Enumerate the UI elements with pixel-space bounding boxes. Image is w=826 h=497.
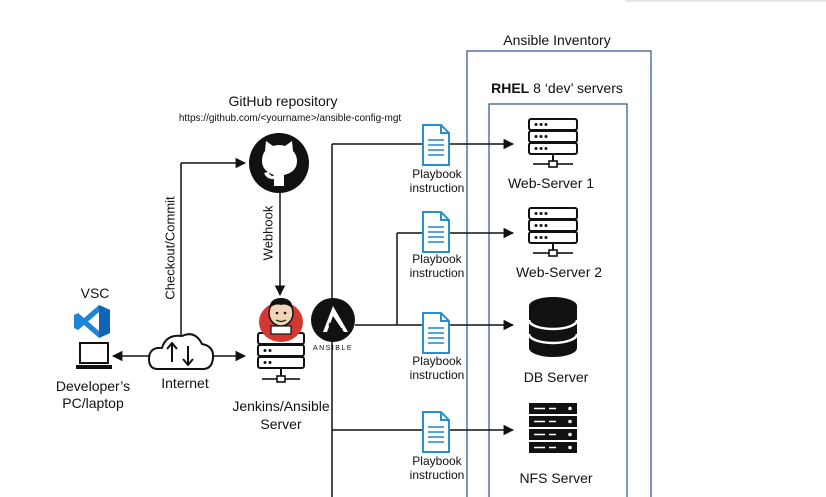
playbook-document-icon	[422, 211, 450, 253]
playbook-document-icon	[422, 312, 450, 354]
top-edge-line	[625, 0, 826, 2]
jenkins-label-line1: Jenkins/Ansible	[232, 398, 330, 414]
db-server-label: DB Server	[523, 369, 589, 385]
group-bold-label: RHEL	[491, 80, 530, 96]
playbook-line2: instruction	[409, 181, 465, 195]
github-url: https://github.com/<yourname>/ansible-co…	[178, 113, 402, 124]
vsc-label: VSC	[80, 285, 110, 301]
playbook-line2: instruction	[409, 368, 465, 382]
group-rest-label: 8 ‘dev’ servers	[529, 80, 623, 96]
checkout-commit-label: Checkout/Commit	[162, 196, 178, 300]
web-server-1-icon	[528, 118, 578, 168]
dev-servers-box	[488, 103, 628, 497]
playbook-line1: Playbook	[412, 252, 462, 266]
playbook-line1: Playbook	[412, 167, 462, 181]
internet-cloud-icon	[147, 333, 215, 370]
inventory-title: Ansible Inventory	[503, 32, 611, 48]
web-server-2-icon	[528, 207, 578, 257]
internet-label: Internet	[161, 375, 209, 391]
playbook-line1: Playbook	[412, 354, 462, 368]
nfs-storage-icon	[529, 403, 577, 453]
playbook-line2: instruction	[409, 468, 465, 482]
database-icon	[527, 297, 579, 357]
github-logo-icon	[249, 133, 309, 193]
nfs-server-label: NFS Server	[519, 470, 593, 486]
jenkins-label-line2: Server	[260, 416, 302, 432]
playbook-line1: Playbook	[412, 454, 462, 468]
github-title: GitHub repository	[228, 93, 338, 109]
ansible-logo-icon	[311, 298, 355, 342]
inventory-box	[466, 50, 652, 497]
playbook-line2: instruction	[409, 266, 465, 280]
laptop-icon	[76, 342, 112, 369]
webhook-label: Webhook	[260, 205, 276, 261]
vscode-logo-icon	[74, 305, 110, 338]
web-server-2-label: Web-Server 2	[515, 264, 603, 280]
jenkins-logo-icon	[259, 298, 303, 342]
dev-servers-title: RHEL 8 ‘dev’ servers	[491, 80, 623, 96]
playbook-document-icon	[422, 411, 450, 453]
ansible-wordmark: ANSIBLE	[312, 345, 354, 352]
web-server-1-label: Web-Server 1	[507, 175, 595, 191]
playbook-document-icon	[422, 124, 450, 166]
developer-label-line2: PC/laptop	[62, 395, 124, 411]
developer-label-line1: Developer’s	[55, 378, 131, 394]
